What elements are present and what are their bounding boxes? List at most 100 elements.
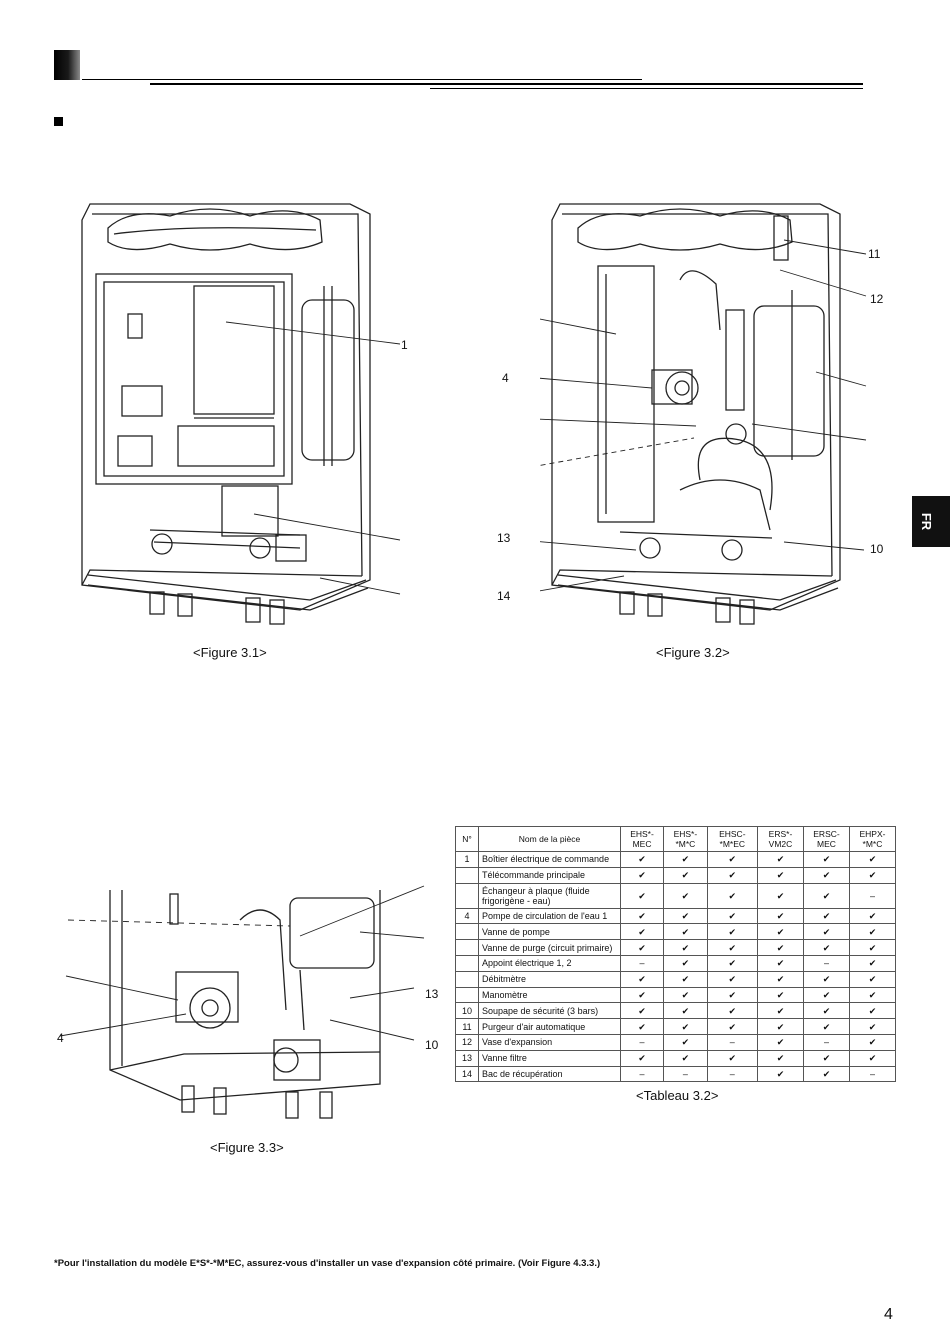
- check-icon: ✔: [756, 1065, 805, 1083]
- col-header-model: ERS*-VM2C: [756, 826, 805, 852]
- cell-dash: –: [706, 1033, 758, 1051]
- figure-caption: <Figure 3.2>: [656, 645, 730, 660]
- check-icon: ✔: [706, 1049, 758, 1067]
- check-icon: ✔: [848, 1049, 897, 1067]
- cell-number: 1: [455, 851, 479, 868]
- table-caption: <Tableau 3.2>: [636, 1088, 719, 1103]
- check-icon: ✔: [848, 1018, 897, 1035]
- cell-dash: –: [706, 1065, 758, 1083]
- cell-part-name: Purgeur d'air automatique: [478, 1018, 621, 1035]
- cell-number: [455, 986, 479, 1004]
- check-icon: ✔: [706, 954, 758, 972]
- check-icon: ✔: [803, 939, 850, 956]
- callout-4: 4: [57, 1031, 64, 1045]
- col-header-model: EHSC-*M*EC: [706, 826, 758, 852]
- header-rule: [430, 88, 863, 89]
- check-icon: ✔: [803, 970, 850, 988]
- cell-part-name: Appoint électrique 1, 2: [478, 954, 621, 972]
- check-icon: ✔: [706, 986, 758, 1004]
- check-icon: ✔: [803, 1018, 850, 1035]
- col-header-model: EHS*-*M*C: [663, 826, 708, 852]
- check-icon: ✔: [619, 970, 665, 988]
- check-icon: ✔: [619, 1018, 665, 1035]
- check-icon: ✔: [706, 882, 758, 909]
- language-tab: FR: [912, 496, 950, 547]
- check-icon: ✔: [663, 907, 708, 925]
- table-row: Manomètre✔✔✔✔✔✔: [455, 986, 897, 1004]
- check-icon: ✔: [663, 1049, 708, 1067]
- check-icon: ✔: [619, 1049, 665, 1067]
- parts-table: N° Nom de la pièce EHS*-MEC EHS*-*M*C EH…: [455, 826, 897, 1083]
- check-icon: ✔: [756, 907, 805, 925]
- check-icon: ✔: [756, 882, 805, 909]
- header-rule: [150, 83, 863, 85]
- table-row: Vanne de pompe✔✔✔✔✔✔: [455, 923, 897, 941]
- cell-number: 10: [455, 1002, 479, 1020]
- check-icon: ✔: [803, 1002, 850, 1020]
- cell-dash: –: [848, 1065, 897, 1083]
- callout-1: 1: [401, 338, 408, 352]
- cell-part-name: Vanne de pompe: [478, 923, 621, 941]
- callout-12: 12: [870, 292, 884, 306]
- check-icon: ✔: [848, 954, 897, 972]
- check-icon: ✔: [619, 866, 665, 884]
- check-icon: ✔: [803, 1049, 850, 1067]
- check-icon: ✔: [663, 923, 708, 941]
- check-icon: ✔: [663, 882, 708, 909]
- cell-number: [455, 939, 479, 956]
- callout-10: 10: [425, 1038, 439, 1052]
- cell-part-name: Boîtier électrique de commande: [478, 851, 621, 868]
- check-icon: ✔: [706, 939, 758, 956]
- check-icon: ✔: [803, 851, 850, 868]
- check-icon: ✔: [663, 986, 708, 1004]
- table-row: Débitmètre✔✔✔✔✔✔: [455, 970, 897, 988]
- check-icon: ✔: [848, 1033, 897, 1051]
- col-header-model: EHS*-MEC: [619, 826, 665, 852]
- cell-dash: –: [663, 1065, 708, 1083]
- check-icon: ✔: [663, 970, 708, 988]
- check-icon: ✔: [756, 954, 805, 972]
- cell-dash: –: [619, 954, 665, 972]
- check-icon: ✔: [619, 851, 665, 868]
- check-icon: ✔: [706, 970, 758, 988]
- cell-number: [455, 866, 479, 884]
- check-icon: ✔: [848, 923, 897, 941]
- callout-10: 10: [870, 542, 884, 556]
- cell-part-name: Manomètre: [478, 986, 621, 1004]
- cell-dash: –: [803, 954, 850, 972]
- header-rule: [82, 79, 642, 80]
- section-header-mark: [54, 50, 80, 80]
- cell-number: 4: [455, 907, 479, 925]
- check-icon: ✔: [706, 1002, 758, 1020]
- cell-dash: –: [803, 1033, 850, 1051]
- check-icon: ✔: [663, 851, 708, 868]
- check-icon: ✔: [756, 1002, 805, 1020]
- cell-dash: –: [848, 882, 897, 909]
- check-icon: ✔: [663, 1018, 708, 1035]
- check-icon: ✔: [756, 851, 805, 868]
- footnote: *Pour l'installation du modèle E*S*-*M*E…: [54, 1258, 601, 1269]
- cell-part-name: Vanne de purge (circuit primaire): [478, 939, 621, 956]
- cell-number: 11: [455, 1018, 479, 1035]
- cell-part-name: Bac de récupération: [478, 1065, 621, 1083]
- check-icon: ✔: [706, 866, 758, 884]
- check-icon: ✔: [619, 939, 665, 956]
- figure-caption: <Figure 3.1>: [193, 645, 267, 660]
- check-icon: ✔: [663, 866, 708, 884]
- check-icon: ✔: [848, 970, 897, 988]
- check-icon: ✔: [619, 986, 665, 1004]
- figure-3-1: [81, 203, 401, 625]
- check-icon: ✔: [619, 907, 665, 925]
- cell-number: [455, 970, 479, 988]
- check-icon: ✔: [848, 851, 897, 868]
- check-icon: ✔: [756, 970, 805, 988]
- check-icon: ✔: [803, 923, 850, 941]
- cell-part-name: Télécommande principale: [478, 866, 621, 884]
- col-header-model: ERSC-MEC: [803, 826, 850, 852]
- callout-11: 11: [868, 247, 881, 261]
- check-icon: ✔: [663, 1002, 708, 1020]
- figure-3-3: [60, 885, 425, 1119]
- callout-14: 14: [497, 589, 511, 603]
